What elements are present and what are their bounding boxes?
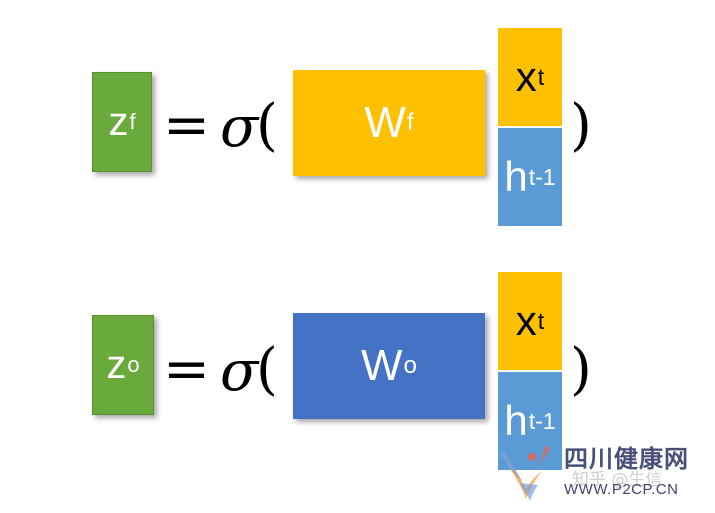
watermark: 四川健康网 知乎 @生信 WWW.P2CP.CN <box>490 435 705 505</box>
sigma-symbol: σ <box>220 95 259 160</box>
open-paren: ( <box>256 337 278 402</box>
close-paren: ) <box>570 337 592 402</box>
input-h-base: h <box>504 153 528 200</box>
weight-base: W <box>361 341 403 390</box>
open-paren: ( <box>256 93 278 158</box>
watermark-url: WWW.P2CP.CN <box>564 481 679 498</box>
bird-logo-icon <box>500 445 550 501</box>
sigma-symbol: σ <box>220 339 259 404</box>
input-x-base: x <box>515 297 537 344</box>
weight-base: W <box>364 98 406 147</box>
input-x-base: x <box>515 53 537 100</box>
output-base: z <box>108 99 129 144</box>
watermark-title: 四川健康网 <box>564 445 689 473</box>
output-base: z <box>106 342 127 387</box>
watermark-faded-text: 知乎 @生信 <box>572 470 663 490</box>
input-h-base: h <box>504 397 528 444</box>
equals-sign: = <box>163 337 210 402</box>
equals-sign: = <box>163 93 210 158</box>
close-paren: ) <box>570 93 592 158</box>
